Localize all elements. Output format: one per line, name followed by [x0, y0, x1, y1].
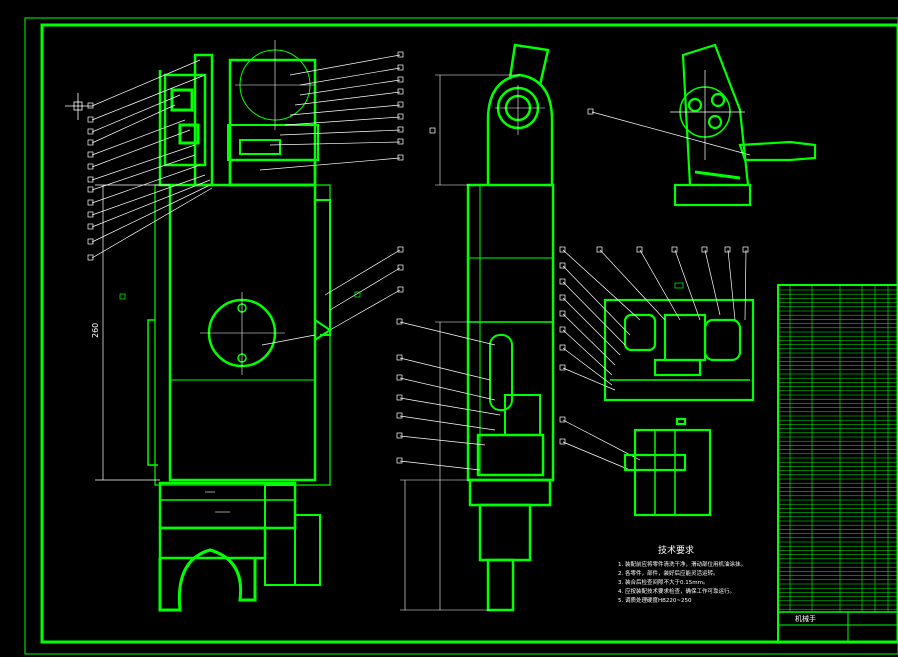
technical-requirements: 技术要求 1. 装配前应将零件清洗干净，滑动部位用机油涂抹。 2. 各零件，部件… — [618, 544, 746, 604]
title-block-label: 机械手 — [795, 614, 816, 623]
tech-req-title: 技术要求 — [658, 544, 694, 556]
tech-req-item: 2. 各零件，部件，装好后应能灵活运转。 — [618, 569, 719, 577]
crosshair-cursor — [65, 93, 92, 120]
left-balloon-markers — [87, 51, 404, 300]
tech-req-item: 3. 装合后检查间隙不大于0.15mm。 — [618, 578, 708, 586]
tech-req-item: 4. 应按装配技术要求检查，确保工作可靠运行。 — [618, 587, 735, 595]
parts-list-table: 机械手 — [777, 284, 898, 643]
left-leader-lines — [91, 54, 401, 346]
side-view-centerlines — [400, 74, 545, 611]
tech-req-item: 1. 装配前应将零件清洗干净，滑动部位用机油涂抹。 — [618, 560, 746, 568]
side-view-leaders — [396, 127, 501, 471]
section-detail-1-leaders — [559, 246, 749, 471]
top-right-leader — [587, 70, 751, 160]
tech-req-item: 5. 调质处理硬度HB220~250 — [618, 596, 692, 604]
dimension-text-260: 260 — [91, 323, 100, 338]
section-detail-1 — [603, 298, 755, 402]
sheet-border — [24, 17, 898, 655]
side-view — [466, 43, 555, 612]
section-detail-2 — [623, 417, 712, 517]
